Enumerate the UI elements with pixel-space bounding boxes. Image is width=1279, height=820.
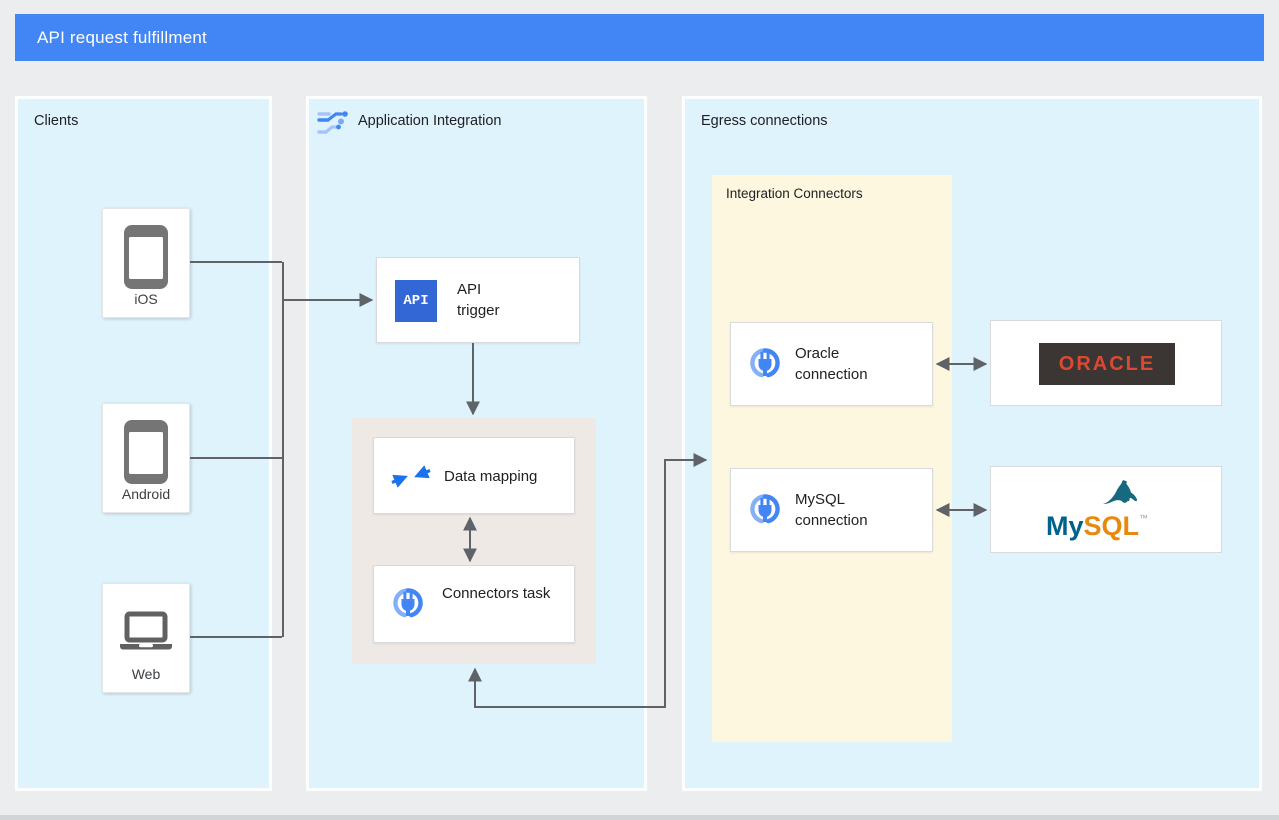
- mysql-connection-label: MySQL connection: [795, 491, 868, 529]
- integration-connector-icon: [745, 345, 785, 390]
- smartphone-icon: [124, 225, 168, 289]
- data-mapping-icon: [389, 461, 433, 496]
- api-icon: API: [395, 280, 437, 322]
- integration-connector-icon: [388, 585, 428, 630]
- connectors-task-label: Connectors task: [442, 585, 551, 602]
- api-trigger-node: API API trigger: [376, 257, 580, 343]
- client-label-web: Web: [131, 666, 161, 682]
- application-integration-icon: [315, 104, 351, 145]
- laptop-icon: [120, 611, 172, 650]
- data-mapping-node: Data mapping: [373, 437, 575, 514]
- client-node-ios: iOS: [102, 208, 190, 318]
- client-node-android: Android: [102, 403, 190, 513]
- oracle-database-node: ORACLE: [990, 320, 1222, 406]
- mysql-dolphin-icon: [1100, 476, 1144, 513]
- client-label-ios: iOS: [134, 291, 158, 307]
- integration-connector-icon: [745, 491, 785, 536]
- egress-panel-title: Egress connections: [701, 113, 828, 129]
- smartphone-icon: [124, 420, 168, 484]
- integration-connectors-group: Integration Connectors: [712, 175, 952, 742]
- mysql-database-node: MySQL™: [990, 466, 1222, 553]
- diagram-title: API request fulfillment: [37, 28, 207, 47]
- oracle-connection-label: Oracle connection: [795, 345, 868, 383]
- application-integration-label: Application Integration: [358, 113, 502, 129]
- data-mapping-label: Data mapping: [444, 468, 538, 485]
- client-node-web: Web: [102, 583, 190, 693]
- mysql-logo: MySQL™: [1046, 478, 1176, 542]
- oracle-connection-node: Oracle connection: [730, 322, 933, 406]
- clients-panel-title: Clients: [34, 113, 79, 129]
- connectors-task-node: Connectors task: [373, 565, 575, 643]
- window-bottom-edge: [0, 815, 1279, 820]
- mysql-wordmark: MySQL™: [1046, 511, 1149, 541]
- integration-connectors-title: Integration Connectors: [726, 186, 863, 201]
- mysql-connection-node: MySQL connection: [730, 468, 933, 552]
- oracle-logo: ORACLE: [1039, 343, 1175, 385]
- diagram-title-bar: API request fulfillment: [15, 14, 1264, 61]
- api-trigger-label: API trigger: [457, 281, 500, 319]
- client-label-android: Android: [121, 486, 171, 502]
